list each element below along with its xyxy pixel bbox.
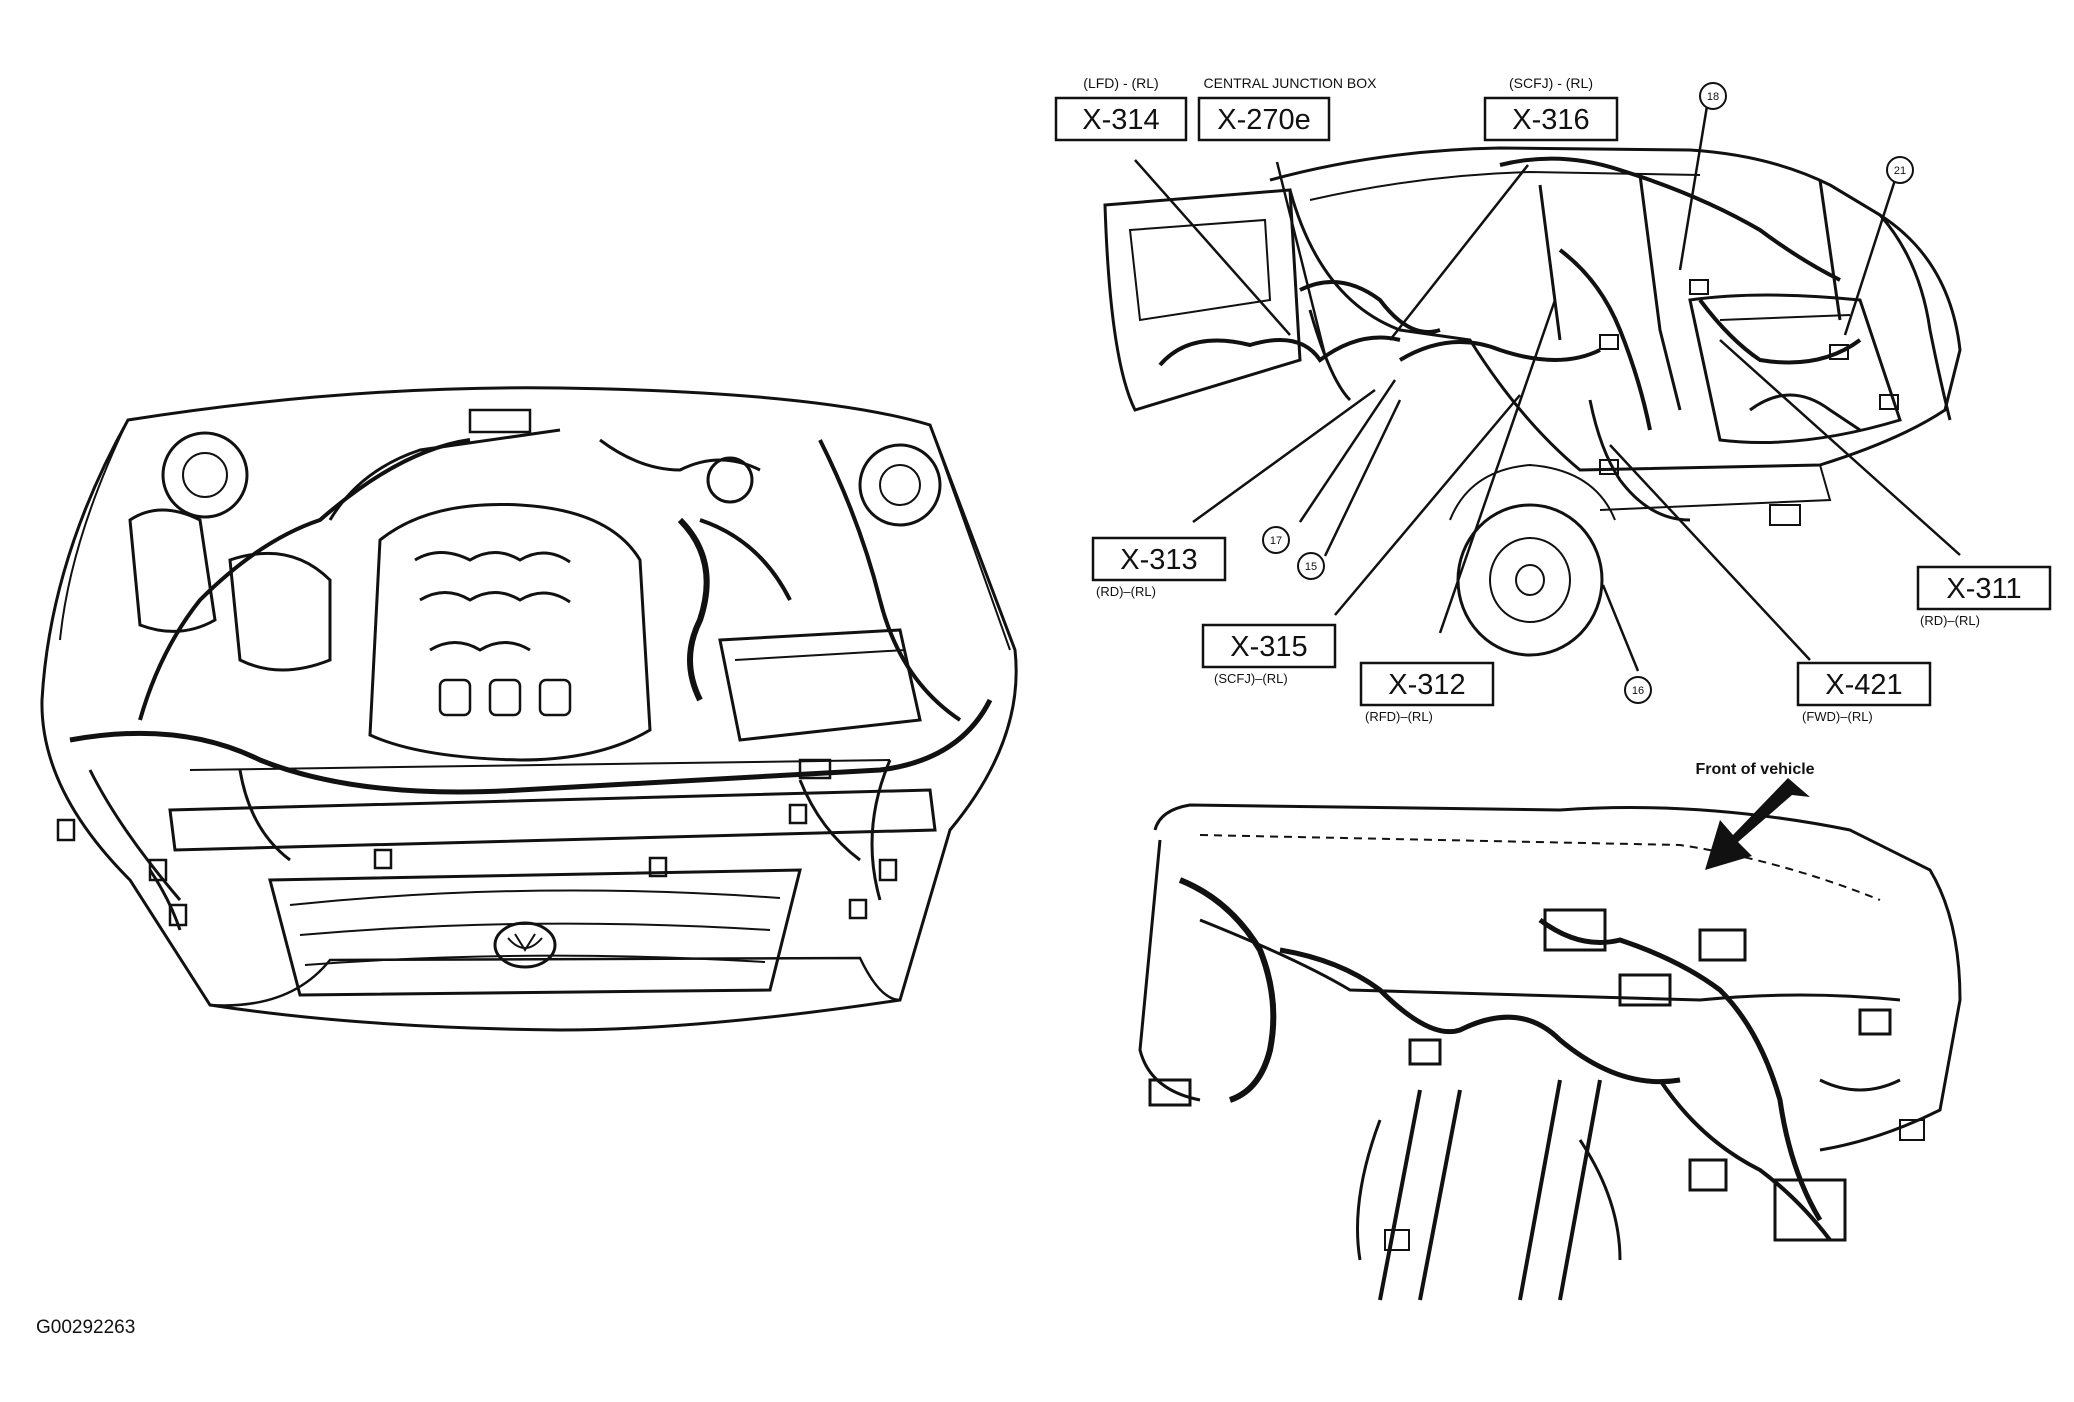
connector-label: X-311: [1946, 573, 2021, 605]
callout-17: 17: [1262, 526, 1290, 554]
connector-label: X-315: [1230, 631, 1307, 663]
connector-label: X-421: [1825, 669, 1902, 701]
callout-21: 21: [1886, 156, 1914, 184]
callout-16: 16: [1624, 676, 1652, 704]
connector-x-313: X-313 (RD)–(RL): [1091, 536, 1227, 599]
svg-text:15: 15: [1305, 561, 1317, 573]
connector-descriptor: (RD)–(RL): [1920, 613, 1980, 628]
connector-x-314: X-314 (LFD) - (RL): [1054, 75, 1188, 142]
connector-x-316: X-316 (SCFJ) - (RL): [1483, 75, 1619, 142]
connector-x-421: X-421 (FWD)–(RL): [1796, 661, 1932, 724]
connector-descriptor: (FWD)–(RL): [1802, 709, 1873, 724]
connector-descriptor: CENTRAL JUNCTION BOX: [1204, 75, 1378, 91]
svg-text:16: 16: [1632, 685, 1644, 697]
connector-descriptor: (SCFJ)–(RL): [1214, 671, 1288, 686]
connector-label: X-316: [1512, 104, 1589, 136]
connector-label: X-312: [1388, 669, 1465, 701]
connector-descriptor: (SCFJ) - (RL): [1509, 75, 1593, 91]
callout-15: 15: [1297, 552, 1325, 580]
connector-label: X-313: [1120, 544, 1197, 576]
figure-code: G00292263: [36, 1317, 135, 1338]
leader-lines: [1134, 105, 1961, 672]
callout-18: 18: [1699, 82, 1727, 110]
engine-compartment-illustration: [40, 386, 1018, 1032]
connector-descriptor: (RFD)–(RL): [1365, 709, 1433, 724]
connector-x-315: X-315 (SCFJ)–(RL): [1201, 623, 1337, 686]
connector-x-311: X-311 (RD)–(RL): [1916, 565, 2052, 628]
connector-label: X-314: [1082, 104, 1159, 136]
connector-x-270e: X-270e CENTRAL JUNCTION BOX: [1197, 75, 1378, 142]
front-of-vehicle-arrow: [1705, 778, 1810, 870]
connector-x-312: X-312 (RFD)–(RL): [1359, 661, 1495, 724]
svg-text:21: 21: [1894, 165, 1906, 177]
svg-text:17: 17: [1270, 535, 1282, 547]
body-harness-illustration: [1103, 146, 1962, 657]
connector-label: X-270e: [1217, 104, 1311, 136]
svg-text:18: 18: [1707, 91, 1719, 103]
front-of-vehicle-label: Front of vehicle: [1695, 761, 1814, 778]
connector-descriptor: (RD)–(RL): [1096, 584, 1156, 599]
connector-descriptor: (LFD) - (RL): [1083, 75, 1158, 91]
instrument-panel-illustration: [1138, 803, 1962, 1301]
